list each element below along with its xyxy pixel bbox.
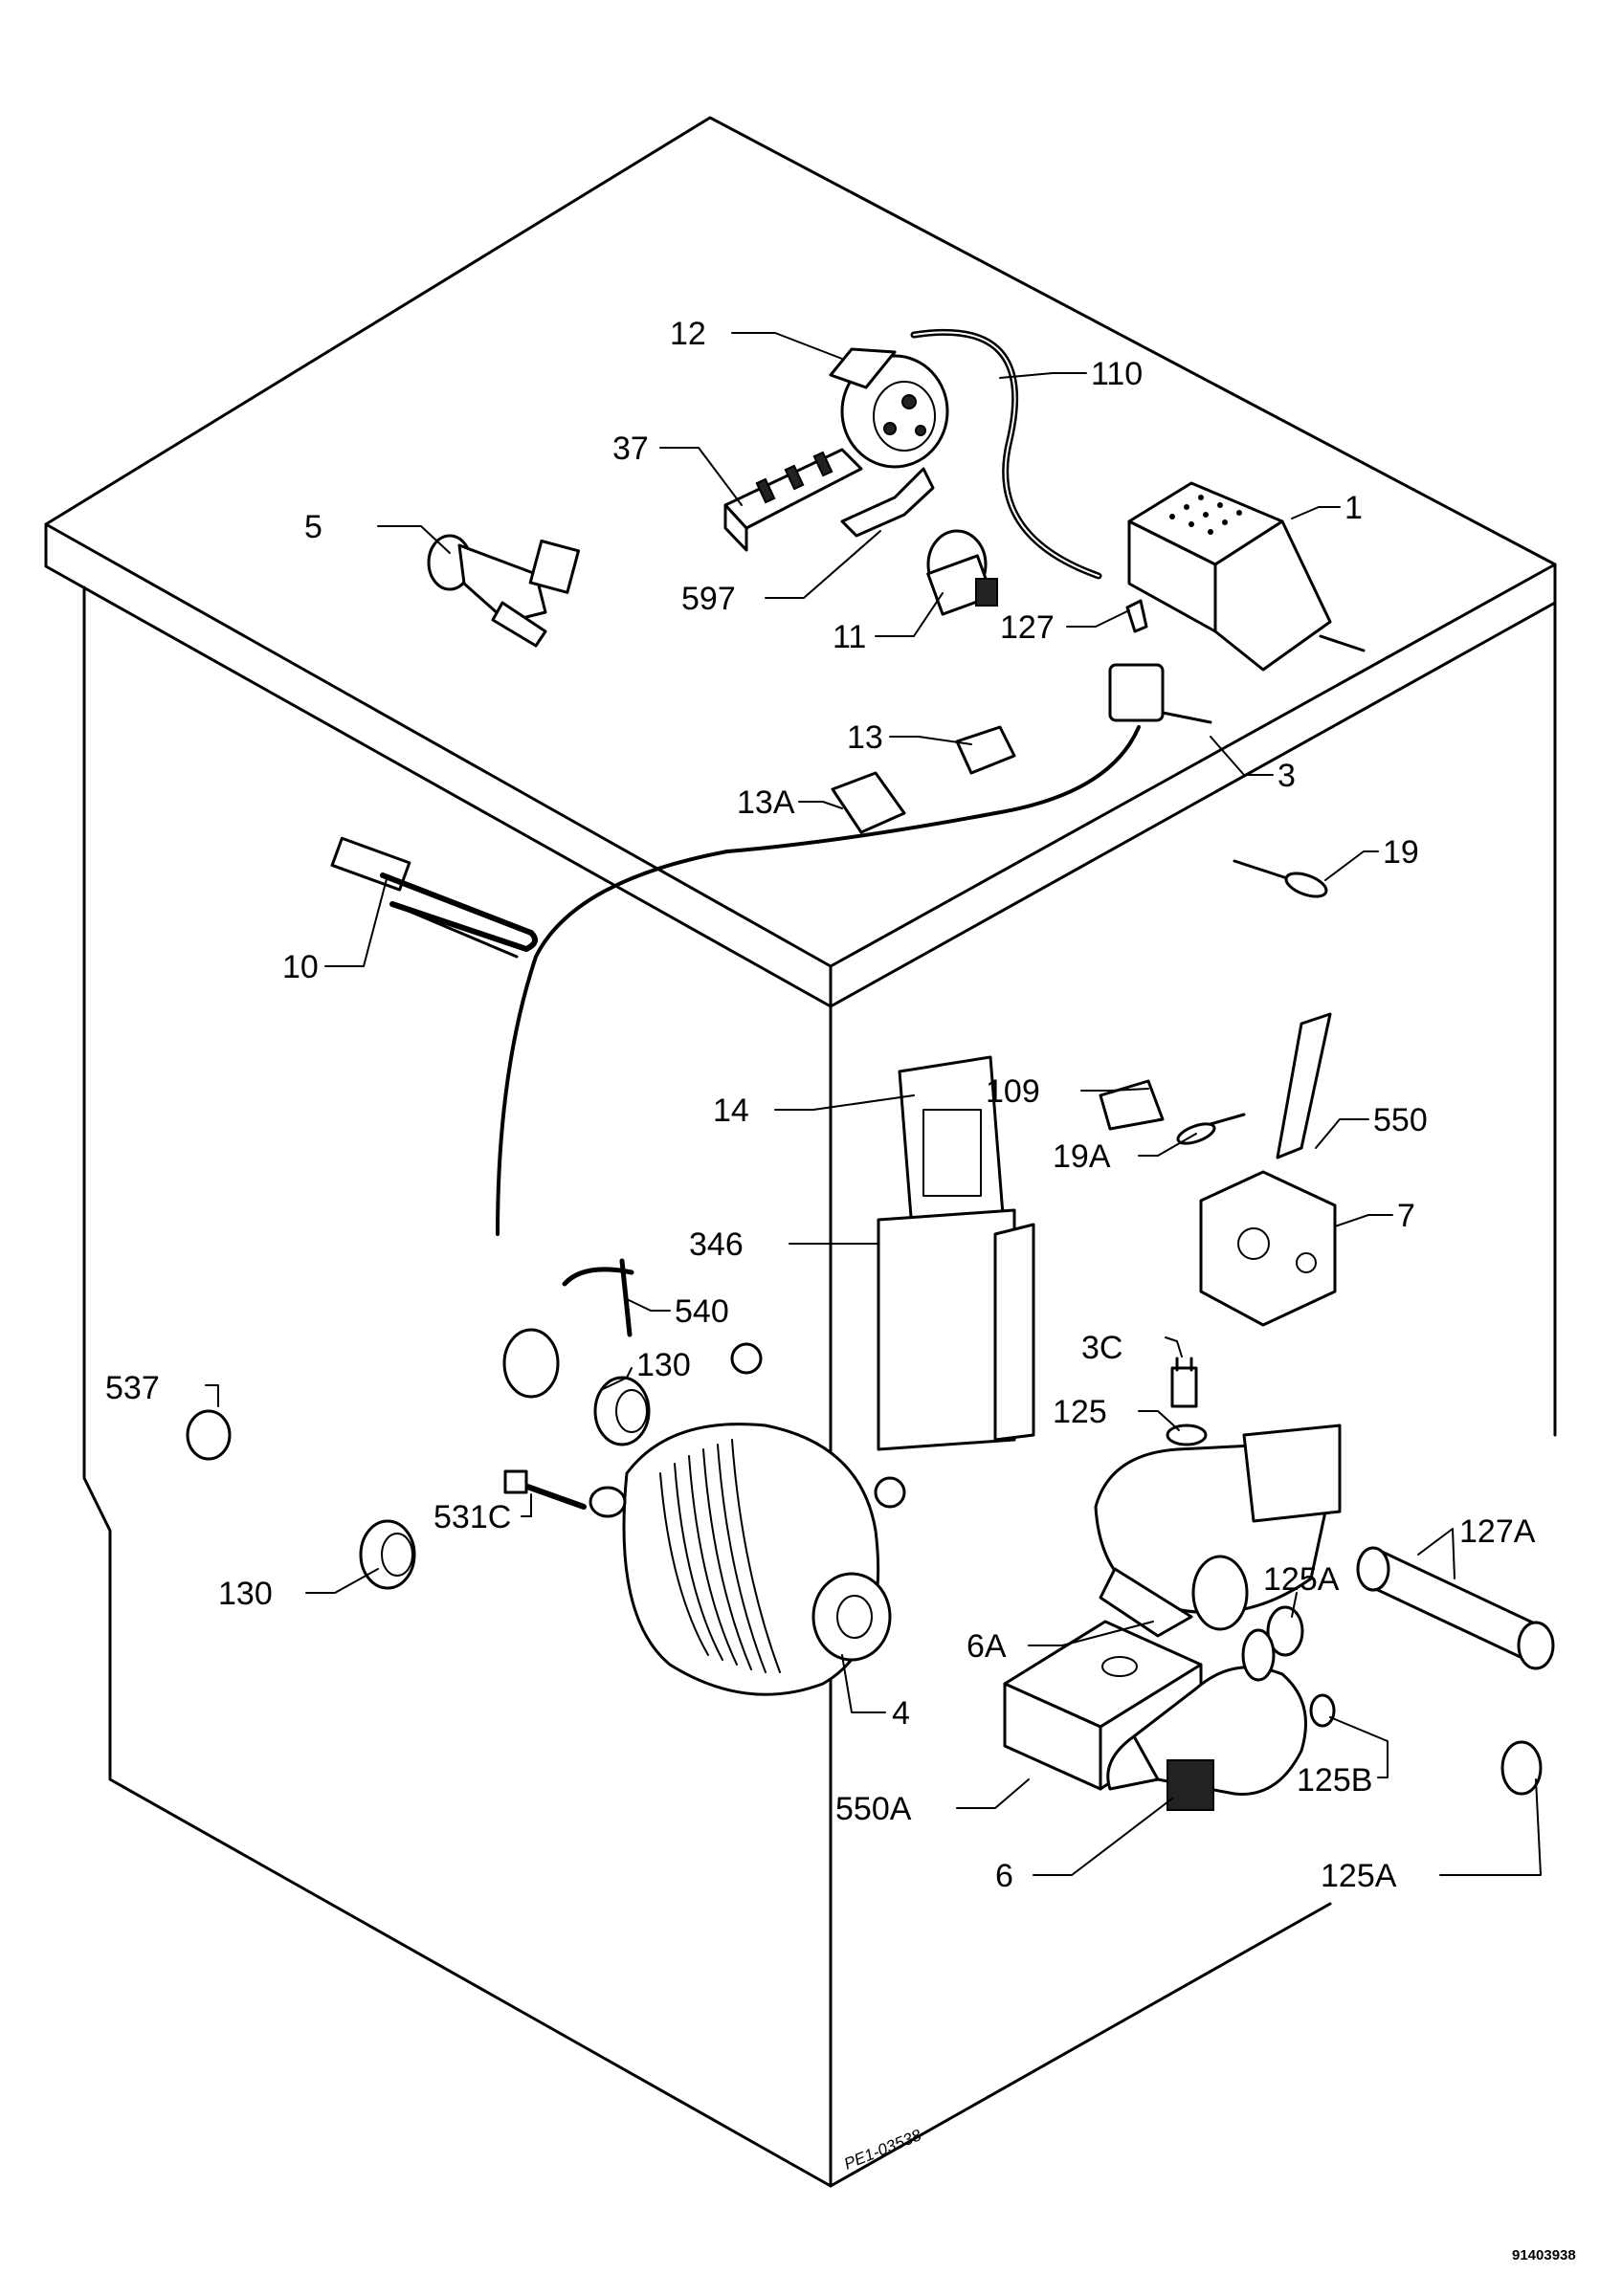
heater-10 (330, 836, 538, 959)
callout-597: 597 (681, 581, 736, 617)
valve-5 (427, 534, 580, 648)
callout-540: 540 (675, 1293, 729, 1330)
drain-pump-6 (1106, 1628, 1307, 1811)
callout-6: 6 (995, 1858, 1013, 1894)
callout-12: 12 (670, 316, 706, 352)
capacitor-11 (926, 529, 998, 616)
bracket-597 (840, 467, 935, 538)
callout-531C: 531C (433, 1499, 511, 1535)
callout-labels: 1 3 3C 4 5 6 6A 7 10 11 12 13 13A 14 19 … (105, 316, 1536, 1894)
ring-125A-lower (1500, 1740, 1543, 1796)
cabinet-outline (44, 116, 1557, 2188)
callout-110: 110 (1091, 356, 1143, 392)
door-lock-7 (1199, 1170, 1337, 1327)
callout-125: 125 (1053, 1394, 1107, 1430)
switch-3 (496, 663, 1212, 1236)
drawing-number: 91403938 (1512, 2247, 1576, 2263)
programmer-1 (1127, 481, 1366, 672)
callout-6A: 6A (967, 1628, 1007, 1665)
callout-125A: 125A (1263, 1561, 1340, 1598)
callout-3C: 3C (1081, 1330, 1122, 1366)
plug-537 (186, 1409, 232, 1461)
sensor-19 (1233, 859, 1328, 898)
stamp-code: PE1-03538 (841, 2126, 923, 2174)
callout-346: 346 (689, 1226, 744, 1263)
motor-4 (589, 1342, 906, 1696)
callout-11: 11 (833, 619, 866, 655)
callout-1: 1 (1344, 490, 1363, 526)
callout-13A: 13A (737, 784, 795, 821)
callout-125A-2: 125A (1321, 1858, 1397, 1894)
pressure-switch-12 (829, 347, 949, 469)
pipe-127A (1356, 1546, 1555, 1670)
connector-13A (831, 771, 906, 834)
ring-125A-upper (1266, 1605, 1304, 1657)
terminal-block-37 (723, 448, 863, 552)
callout-7: 7 (1397, 1198, 1415, 1234)
callout-5: 5 (304, 509, 322, 545)
grommet-130-top (593, 1376, 651, 1446)
callout-14: 14 (713, 1093, 749, 1129)
cover-109 (1099, 1079, 1165, 1131)
screw-531C (503, 1469, 587, 1510)
dispenser-box-346 (877, 1208, 1035, 1451)
callout-550A: 550A (835, 1791, 912, 1827)
callout-130: 130 (636, 1347, 691, 1383)
grommet-130-low (359, 1519, 416, 1590)
callout-130-2: 130 (218, 1576, 273, 1612)
callout-550: 550 (1373, 1102, 1428, 1138)
pump-housing-6A (1094, 1424, 1342, 1638)
sensor-3C (1170, 1357, 1198, 1408)
grommet-mid (502, 1328, 560, 1399)
callout-10: 10 (282, 949, 319, 985)
callout-127A: 127A (1459, 1513, 1536, 1550)
callout-109: 109 (986, 1073, 1040, 1110)
callout-4: 4 (892, 1695, 910, 1732)
callout-125B: 125B (1297, 1762, 1372, 1799)
seal-125 (1166, 1424, 1208, 1446)
callout-3: 3 (1278, 758, 1296, 794)
callout-13: 13 (847, 719, 883, 756)
ring-125B (1309, 1693, 1336, 1728)
callout-19A: 19A (1053, 1138, 1111, 1175)
connector-127 (1125, 599, 1148, 633)
leader-lines (205, 332, 1542, 1876)
callout-37: 37 (612, 430, 649, 467)
callout-537: 537 (105, 1370, 160, 1406)
callout-127: 127 (1000, 609, 1055, 646)
connector-13 (955, 725, 1016, 775)
clip-540 (562, 1258, 634, 1337)
sensor-19A (1176, 1113, 1246, 1145)
lever-550 (1276, 1012, 1332, 1159)
callout-19: 19 (1383, 834, 1419, 871)
